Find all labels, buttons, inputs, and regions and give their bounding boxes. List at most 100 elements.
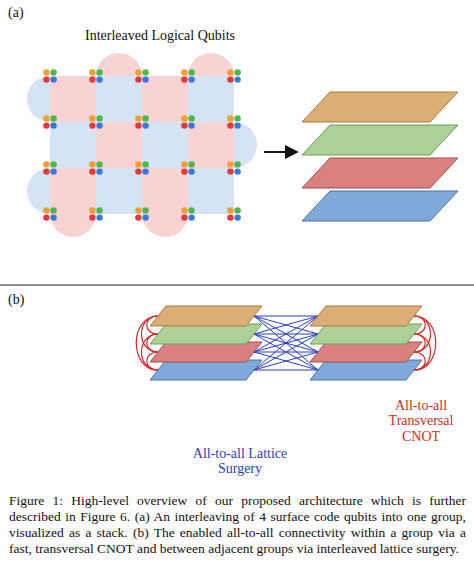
qubit-dot [188,161,194,167]
qubit-dot [142,214,148,220]
qubit-dot [181,76,187,82]
lattice-surgery-line [254,316,318,370]
logical-qubit-plane [150,306,262,326]
qubit-dot [234,168,240,174]
panel-label: (b) [8,292,48,307]
qubit-dot [181,214,187,220]
qubit-dot [96,214,102,220]
plaquette [142,168,188,214]
qubit-dot [188,69,194,75]
qubit-dot [135,214,141,220]
qubit-dot [234,207,240,213]
qubit-dot [142,115,148,121]
qubit-dot [142,168,148,174]
boundary-stabilizer [188,53,234,76]
lattice-surgery-line [254,352,318,370]
qubit-dot [181,122,187,128]
qubit-dot [89,122,95,128]
qubit-dot [89,115,95,121]
qubit-dot [135,161,141,167]
qubit-dot [96,161,102,167]
boundary-stabilizer [234,122,257,168]
qubit-dot [142,69,148,75]
qubit-dot [234,115,240,121]
lattice-surgery-lines [254,316,318,370]
lattice-surgery-line [254,316,318,370]
lattice-surgery-line [254,370,318,371]
qubit-dot [234,69,240,75]
qubit-dot [181,161,187,167]
qubit-stack-right [310,306,422,380]
qubit-dot [188,214,194,220]
logical-qubit-plane [150,342,262,362]
logical-qubit-plane [302,158,458,188]
logical-qubit-plane [310,324,422,344]
qubit-dot [227,76,233,82]
qubit-dot [50,69,56,75]
qubit-dot [227,69,233,75]
cnot-label: All-to-all Transversal CNOT [372,398,470,444]
plaquette [188,168,234,214]
qubit-dot [227,207,233,213]
figure-heading: Interleaved Logical Qubits [50,28,270,43]
qubit-dot [181,115,187,121]
qubit-dot [181,69,187,75]
plaquette [50,122,96,168]
qubit-dot [96,122,102,128]
qubit-dot [50,122,56,128]
qubit-dot [135,207,141,213]
qubit-dot [96,168,102,174]
plaquette [142,76,188,122]
qubit-dot [50,161,56,167]
qubit-dot [43,168,49,174]
qubit-dot [135,69,141,75]
boundary-stabilizer [96,53,142,76]
qubit-dot [43,69,49,75]
qubit-dot [43,115,49,121]
qubit-dot [188,76,194,82]
lattice-surgery-line [254,316,318,352]
logical-qubit-plane [310,306,422,326]
qubit-dot [50,214,56,220]
plaquette [96,122,142,168]
qubit-dot [181,168,187,174]
qubit-dot [188,207,194,213]
qubit-dot [142,207,148,213]
qubit-dot [96,207,102,213]
lattice-surgery-line [254,316,318,334]
plaquette [96,76,142,122]
qubit-dot [50,76,56,82]
qubit-dot [234,76,240,82]
transform-arrow [264,151,296,153]
logical-qubit-plane [150,324,262,344]
logical-qubit-plane [302,125,458,155]
qubit-dot [135,122,141,128]
qubit-stack-left [150,306,262,380]
qubit-dot [89,76,95,82]
qubit-dot [142,161,148,167]
qubit-dot [43,161,49,167]
lattice-surgery-line [254,352,318,370]
qubit-dot [89,168,95,174]
logical-qubit-plane [310,360,422,380]
plaquette [50,76,96,122]
qubit-dot [135,168,141,174]
qubit-dot [50,115,56,121]
qubit-dot [135,115,141,121]
lattice-surgery-line [254,316,318,352]
plaquette [188,76,234,122]
qubit-dot [142,76,148,82]
qubit-dot [96,69,102,75]
qubit-dot [227,214,233,220]
lattice-surgery-line [254,334,318,370]
qubit-dot [234,161,240,167]
logical-qubit-plane [150,360,262,380]
qubit-dot [188,122,194,128]
logical-qubit-plane [302,191,458,221]
logical-qubit-plane [310,342,422,362]
figure-caption: Figure 1: High-level overview of our pro… [9,493,466,557]
surface-code-grid [27,53,257,237]
qubit-dot [181,207,187,213]
qubit-dot [135,76,141,82]
